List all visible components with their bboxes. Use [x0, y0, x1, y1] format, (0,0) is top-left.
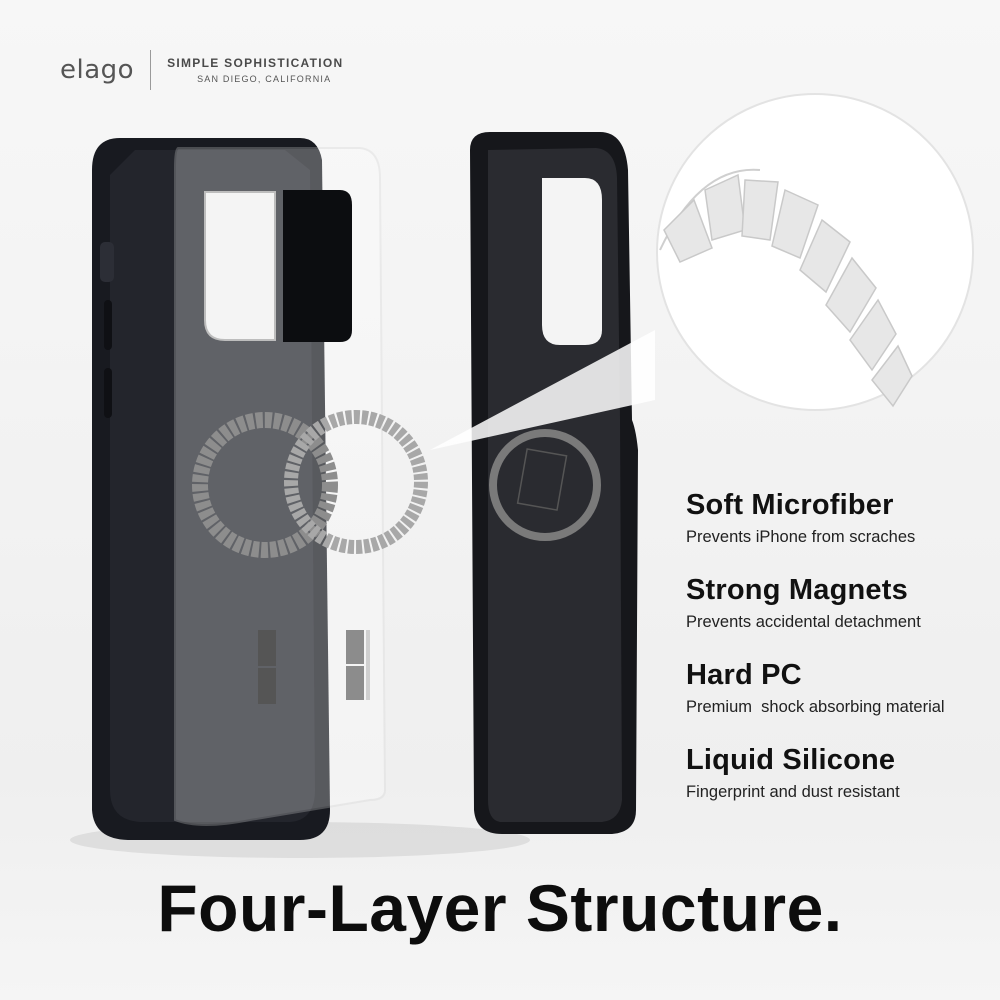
- feature-desc: Premium shock absorbing material: [686, 698, 945, 716]
- feature-hard-pc: Hard PC Premium shock absorbing material: [686, 658, 996, 717]
- brand-tagline: SIMPLE SOPHISTICATION: [167, 56, 344, 70]
- feature-silicone: Liquid Silicone Fingerprint and dust res…: [686, 743, 996, 802]
- feature-title: Strong Magnets: [686, 574, 908, 606]
- feature-desc: Prevents iPhone from scraches: [686, 528, 916, 546]
- headline: Four-Layer Structure.: [157, 871, 843, 945]
- feature-microfiber: Soft Microfiber Prevents iPhone from scr…: [686, 488, 996, 547]
- feature-desc: Prevents accidental detachment: [686, 613, 921, 631]
- elago-logo: elago: [60, 55, 135, 85]
- feature-desc: Fingerprint and dust resistant: [686, 783, 900, 801]
- feature-title: Soft Microfiber: [686, 489, 894, 521]
- feature-magnets: Strong Magnets Prevents accidental detac…: [686, 573, 996, 632]
- feature-list: Soft Microfiber Prevents iPhone from scr…: [686, 488, 996, 828]
- magnet-zoom-callout: [430, 93, 974, 450]
- brand-location: SAN DIEGO, CALIFORNIA: [197, 74, 332, 84]
- brand-divider: [150, 50, 152, 90]
- clear-pc-layer: [174, 147, 428, 826]
- brand-header: elago SIMPLE SOPHISTICATION SAN DIEGO, C…: [60, 50, 344, 90]
- feature-title: Liquid Silicone: [686, 744, 896, 776]
- case-inside-view: [470, 132, 638, 834]
- feature-title: Hard PC: [686, 659, 802, 691]
